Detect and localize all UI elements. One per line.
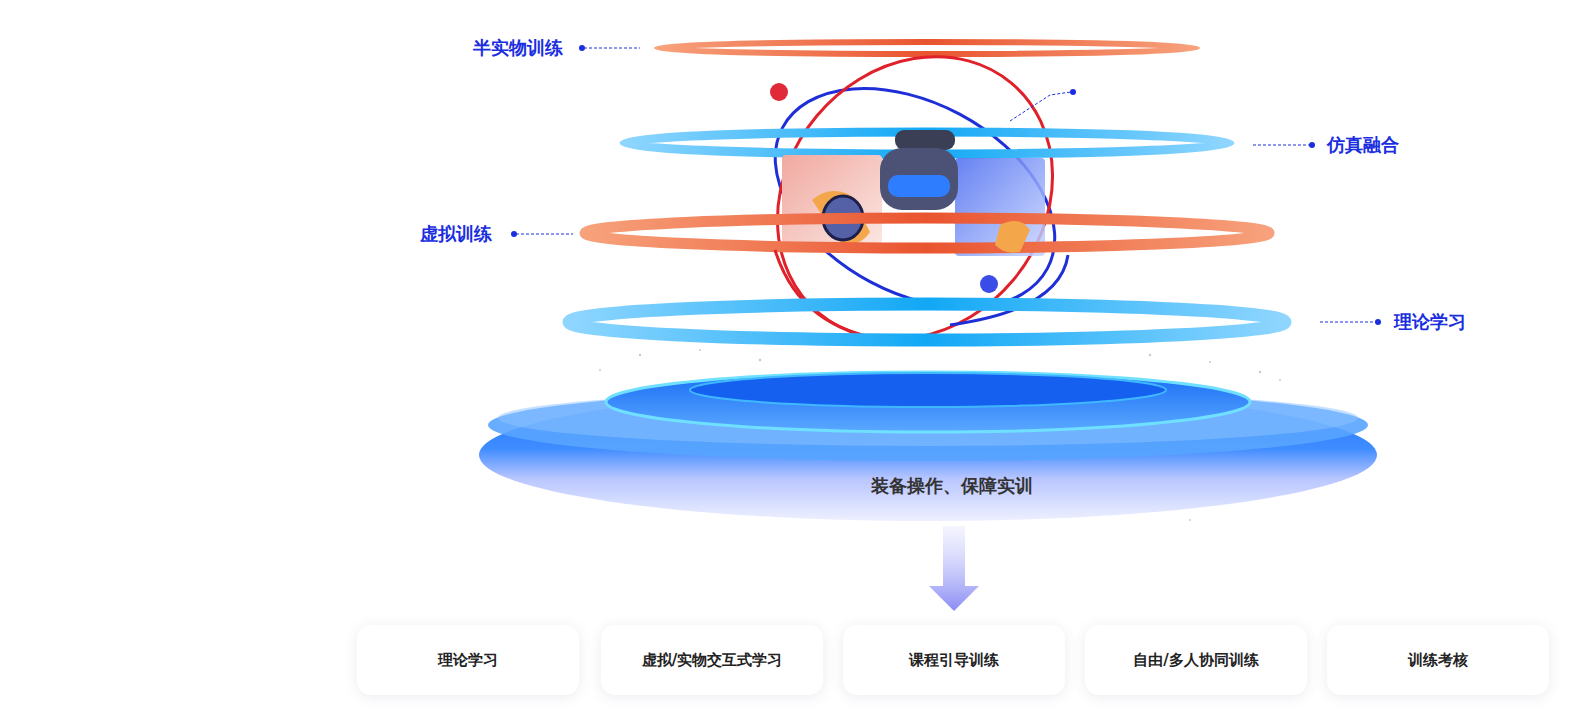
headset-lens — [888, 175, 950, 197]
step-box: 课程引导训练 — [843, 625, 1065, 695]
leader-line — [516, 234, 573, 235]
panel — [955, 158, 1045, 256]
platform-shape — [478, 370, 1378, 522]
step-box: 训练考核 — [1327, 625, 1549, 695]
layer-label: 虚拟训练 — [420, 222, 492, 246]
leader-dot — [1070, 89, 1076, 95]
flow-arrow — [929, 526, 979, 611]
leader-dot — [579, 45, 585, 51]
ring — [657, 42, 1197, 54]
layer-label: 仿真融合 — [1327, 133, 1399, 157]
leader-line — [1253, 145, 1310, 146]
step-text: 课程引导训练 — [909, 651, 999, 670]
platform-text: 装备操作、保障实训 — [871, 474, 1033, 498]
leader-line — [584, 48, 640, 49]
step-box: 自由/多人协同训练 — [1085, 625, 1307, 695]
leader-dot — [511, 231, 517, 237]
panel — [782, 155, 882, 245]
platform-base: 装备操作、保障实训 — [478, 370, 1378, 522]
hand — [995, 221, 1030, 253]
orbit — [950, 255, 1068, 325]
headset — [880, 148, 958, 210]
step-text: 自由/多人协同训练 — [1133, 651, 1258, 670]
ring — [569, 304, 1285, 340]
headset-strap — [895, 130, 955, 150]
arrow-shape — [929, 526, 979, 611]
leader-dot — [1375, 319, 1381, 325]
step-box: 理论学习 — [357, 625, 579, 695]
orbit-ball — [770, 83, 788, 101]
leader-dot — [1309, 142, 1315, 148]
step-box: 虚拟/实物交互式学习 — [601, 625, 823, 695]
step-text: 理论学习 — [438, 651, 498, 670]
leader-line — [1320, 322, 1376, 323]
orbit-ball — [980, 275, 998, 293]
step-text: 虚拟/实物交互式学习 — [642, 651, 782, 670]
ring — [585, 218, 1269, 248]
step-text: 训练考核 — [1408, 651, 1468, 670]
layer-label: 理论学习 — [1394, 310, 1466, 334]
orbit — [775, 250, 890, 340]
layer-label: 半实物训练 — [473, 36, 563, 60]
leader-line — [1010, 92, 1071, 121]
